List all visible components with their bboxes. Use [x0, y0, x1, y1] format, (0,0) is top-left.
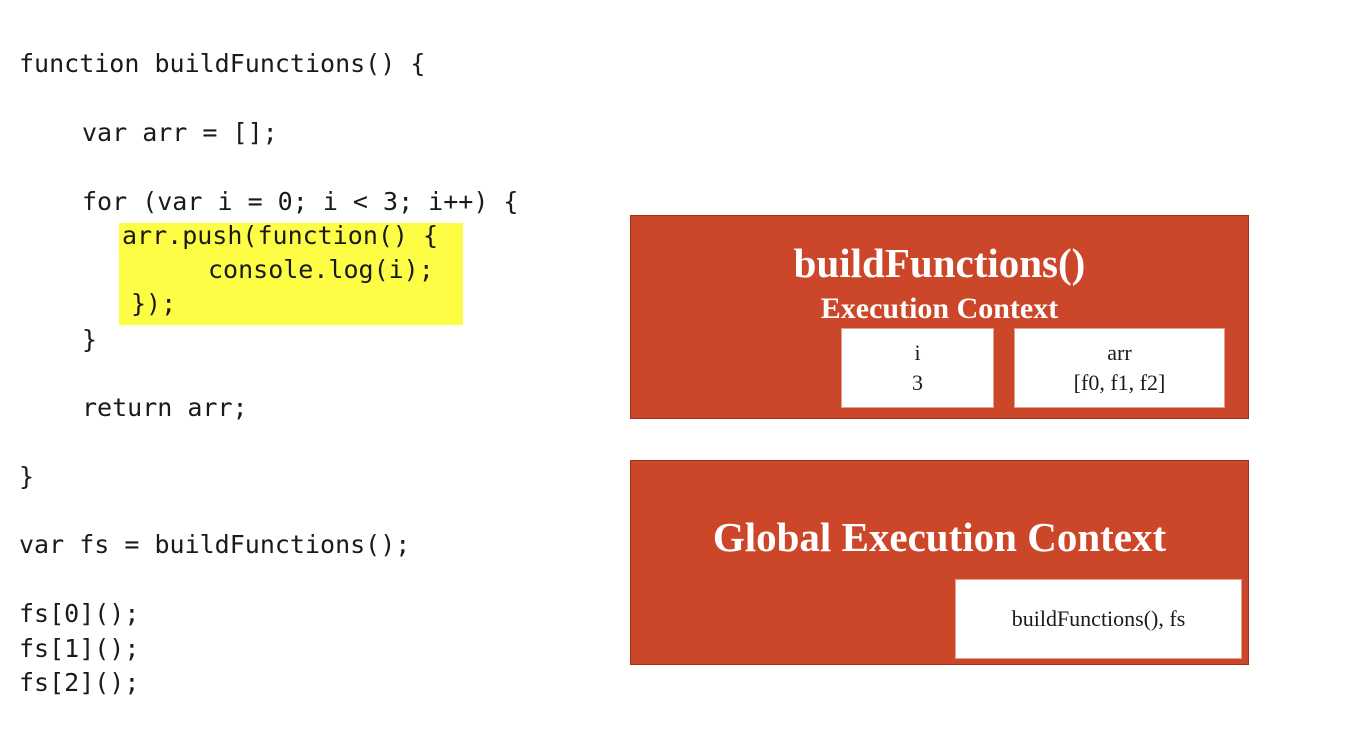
variable-arr-cell: arr [f0, f1, f2]: [1014, 328, 1225, 408]
code-line: });: [131, 289, 177, 318]
code-line: function buildFunctions() {: [19, 49, 426, 78]
code-listing: function buildFunctions() { var arr = []…: [19, 46, 519, 697]
code-line: }: [82, 325, 98, 354]
code-line: }: [19, 462, 35, 491]
variable-name: i: [914, 340, 921, 365]
global-variables-cell: buildFunctions(), fs: [955, 579, 1242, 659]
global-context-title: Global Execution Context: [712, 514, 1167, 560]
variable-value: [f0, f1, f2]: [1073, 370, 1166, 395]
code-line: var arr = [];: [82, 118, 278, 147]
global-execution-context: Global Execution Context buildFunctions(…: [630, 460, 1249, 665]
variable-name: arr: [1107, 340, 1132, 365]
code-line: arr.push(function() {: [122, 221, 439, 250]
code-line: var fs = buildFunctions();: [19, 530, 411, 559]
closure-highlight: [119, 223, 463, 325]
code-line: fs[1]();: [19, 634, 140, 663]
code-line: fs[2]();: [19, 668, 140, 697]
build-context-title: buildFunctions(): [793, 240, 1086, 286]
code-line: return arr;: [82, 393, 248, 422]
variable-i-cell: i 3: [841, 328, 994, 408]
variable-value: 3: [912, 370, 923, 395]
build-functions-execution-context: buildFunctions() Execution Context i 3 a…: [630, 215, 1249, 419]
build-context-subtitle: Execution Context: [820, 292, 1059, 325]
code-line: fs[0]();: [19, 599, 140, 628]
code-line: console.log(i);: [208, 255, 434, 284]
variable-value: buildFunctions(), fs: [1011, 606, 1186, 631]
code-line: for (var i = 0; i < 3; i++) {: [82, 187, 519, 216]
